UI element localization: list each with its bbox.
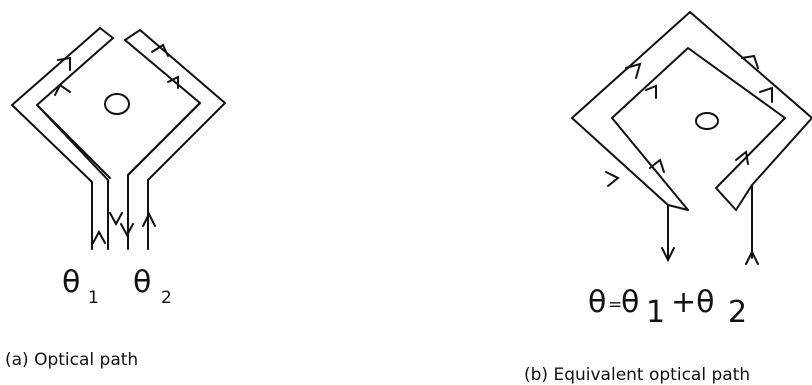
a-inner-left-lower — [36, 104, 111, 179]
a-right-top-cap — [124, 29, 141, 41]
b-arrow-down — [661, 247, 675, 263]
b-caption: (b) Equivalent optical path — [524, 365, 750, 385]
a-theta2-symbol: θ — [133, 265, 151, 300]
diagram-a: θ 1 θ 2 (a) Optical path — [5, 27, 226, 370]
a-arrow-bottom-2 — [109, 212, 123, 227]
a-theta1-sub: 1 — [88, 288, 99, 308]
a-arrow-bottom-4 — [142, 211, 156, 227]
a-caption: (a) Optical path — [5, 350, 138, 370]
a-arrow-right-top — [151, 43, 169, 57]
b-arrow-up — [745, 249, 759, 265]
b-inner-link-left — [667, 204, 689, 211]
b-center-circle — [695, 112, 719, 130]
b-inner-diamond — [611, 47, 786, 211]
b-arrow-right-lower — [735, 150, 749, 165]
b-inner-link-right — [735, 184, 753, 211]
b-eq-sub1: 1 — [646, 295, 665, 330]
b-arrow-left-lower — [605, 171, 620, 187]
a-arrow-left-top — [57, 56, 71, 71]
a-center-circle — [104, 93, 130, 115]
a-arrow-bottom-1 — [92, 229, 106, 244]
a-theta2-sub: 2 — [161, 288, 172, 308]
a-inner-right-lower — [127, 102, 201, 176]
a-left-inner-path — [36, 37, 114, 250]
b-arrow-inner-lower — [649, 158, 665, 173]
b-arrow-top-right — [741, 54, 759, 69]
a-left-outer-path — [11, 27, 101, 250]
b-outer-diamond — [571, 11, 812, 259]
diagram-b: θ = θ 1 +θ 2 (b) Equivalent optical path — [524, 11, 812, 385]
a-left-top-cap — [99, 27, 114, 39]
b-eq-plus: +θ — [671, 285, 715, 320]
a-theta1-symbol: θ — [62, 265, 80, 300]
b-eq-sub2: 2 — [728, 295, 747, 330]
a-arrow-right-mid — [167, 75, 179, 89]
a-arrow-left-mid — [54, 83, 71, 96]
b-arrow-right-mid — [759, 86, 773, 103]
b-eq-theta: θ — [588, 285, 606, 320]
b-arrow-inner-left — [645, 84, 657, 99]
b-eq-theta1: θ — [621, 285, 639, 320]
a-arrow-bottom-3 — [120, 223, 134, 238]
b-arrow-top-left — [625, 62, 642, 79]
b-eq-equals: = — [608, 295, 622, 315]
